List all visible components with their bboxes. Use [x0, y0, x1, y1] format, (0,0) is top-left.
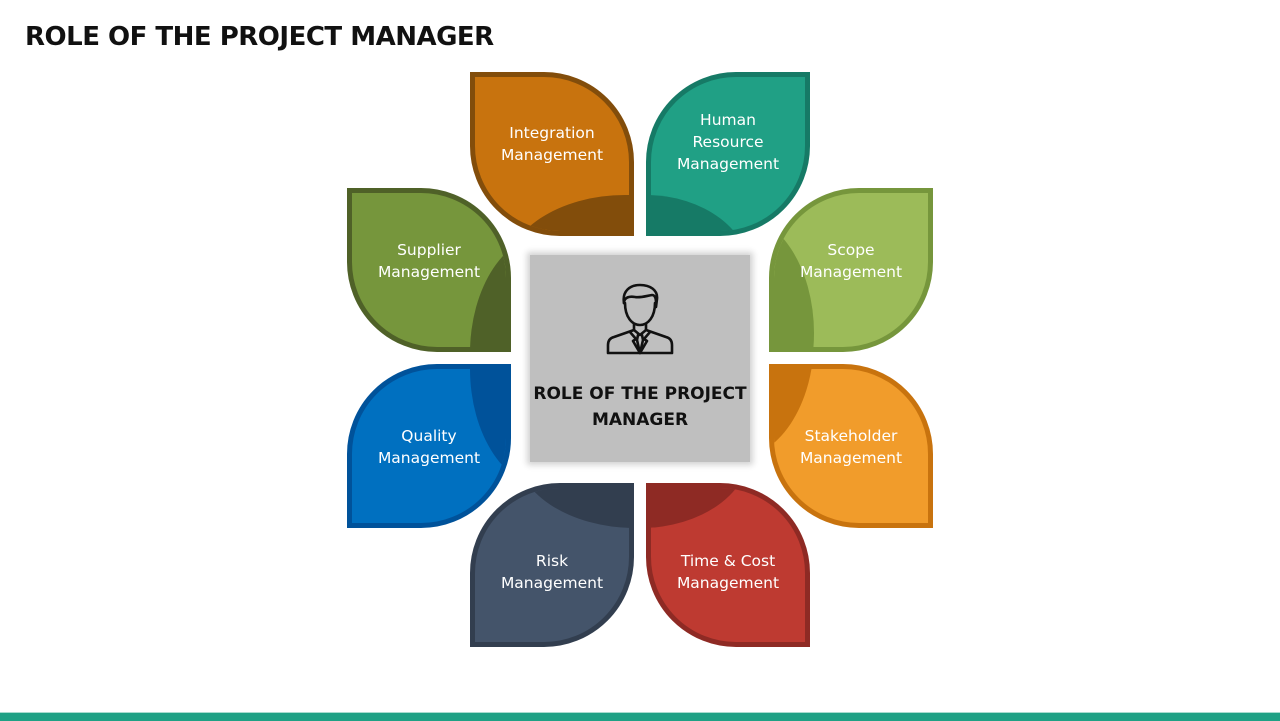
center-label: ROLE OF THE PROJECT MANAGER	[533, 384, 747, 430]
petal-label: Supplier Management	[377, 241, 481, 281]
petal-shade	[651, 488, 751, 528]
petal-label: Risk Management	[500, 552, 604, 592]
petal-label: Time & Cost Management	[676, 552, 780, 592]
petal-label: Integration Management	[500, 124, 604, 164]
petal-integration-management: Integration Management	[470, 72, 634, 236]
petal-scope-management: Scope Management	[769, 188, 933, 352]
petal-label: Human Resource Management	[676, 111, 780, 173]
petal-label: Stakeholder Management	[799, 427, 903, 467]
petal-human-resource-management: Human Resource Management	[646, 72, 810, 236]
person-manager-icon	[606, 283, 674, 355]
center-role-box: ROLE OF THE PROJECT MANAGER	[530, 255, 750, 462]
petal-shade	[515, 488, 629, 528]
petal-time-cost-management: Time & Cost Management	[646, 483, 810, 647]
page-title: ROLE OF THE PROJECT MANAGER	[25, 22, 494, 52]
petal-shade	[505, 195, 629, 231]
petal-quality-management: Quality Management	[347, 364, 511, 528]
petal-label: Quality Management	[377, 427, 481, 467]
petal-stakeholder-management: Stakeholder Management	[769, 364, 933, 528]
petal-label: Scope Management	[799, 241, 903, 281]
petal-supplier-management: Supplier Management	[347, 188, 511, 352]
petal-risk-management: Risk Management	[470, 483, 634, 647]
footer-accent-bar	[0, 712, 1280, 721]
petal-shade	[651, 195, 751, 231]
